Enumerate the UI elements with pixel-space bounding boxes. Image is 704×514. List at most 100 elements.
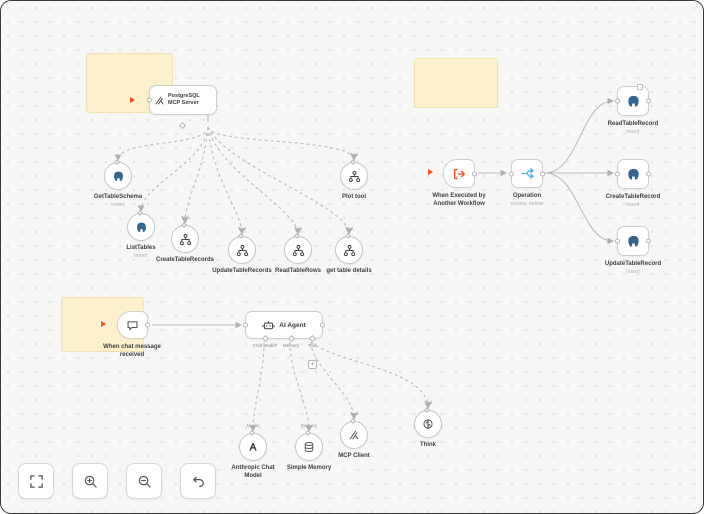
tool-input-port[interactable] <box>350 159 356 165</box>
node-when-chat-message-received[interactable] <box>117 311 150 339</box>
node-title: UpdateTableRecord <box>604 261 662 267</box>
chat-bubble-icon <box>126 319 139 332</box>
tool-input-port[interactable] <box>345 233 351 239</box>
workflow-graph-icon <box>236 244 249 257</box>
add-tool-button[interactable]: + <box>308 360 317 369</box>
tool-input-port[interactable] <box>424 407 430 413</box>
node-when-executed-by-another-workflow[interactable] <box>443 159 477 188</box>
workflow-graph-icon <box>179 233 192 246</box>
workflow-graph-icon <box>348 170 361 183</box>
output-port[interactable] <box>646 238 651 244</box>
tool-input-port[interactable] <box>294 233 300 239</box>
run-indicator-icon <box>130 97 135 103</box>
endpoint-label: Tool <box>423 400 433 405</box>
run-indicator-icon <box>428 169 433 175</box>
fit-view-icon <box>29 474 44 489</box>
node-label: When Executed by Another Workflow <box>432 193 486 207</box>
tool-label: UpdateTableRecords <box>212 268 272 274</box>
chat-model-port[interactable] <box>261 334 270 343</box>
memory-port[interactable] <box>287 334 296 343</box>
tool-node-updatetablerecords[interactable]: Tool UpdateTableRecords <box>202 226 282 276</box>
endpoint-label: Tool <box>180 215 190 220</box>
zoom-out-button[interactable] <box>126 463 162 499</box>
input-port[interactable] <box>509 171 514 176</box>
output-port[interactable] <box>145 322 150 328</box>
run-indicator-icon <box>101 321 106 327</box>
output-port[interactable] <box>646 171 651 177</box>
postgres-elephant-icon <box>626 94 641 109</box>
node-title: CreateTableRecord <box>605 194 661 200</box>
tool-port-label: Tool <box>307 343 317 348</box>
switch-icon <box>520 166 535 181</box>
endpoint-label: Tool <box>349 411 359 416</box>
tool-input-port[interactable] <box>305 430 311 436</box>
postgres-elephant-icon <box>626 167 641 182</box>
tool-label: get table details <box>326 268 372 274</box>
tool-input-port[interactable] <box>249 430 255 436</box>
postgres-elephant-icon <box>112 170 125 183</box>
input-port[interactable] <box>615 238 620 244</box>
undo-icon <box>191 474 206 489</box>
endpoint-label: Tool <box>237 226 247 231</box>
tools-output-port[interactable] <box>178 121 187 130</box>
node-postgresql-mcp-server[interactable]: PostgreSQL MCP Server <box>147 85 217 130</box>
tool-node-anthropic-chat-model[interactable]: Model Anthropic Chat Model <box>213 423 293 480</box>
sticky-note[interactable] <box>414 58 498 108</box>
tool-label: ReadTableRows <box>275 268 321 274</box>
chat-model-port-label: Chat Model* <box>252 343 278 348</box>
tool-input-port[interactable] <box>137 210 143 216</box>
node-subtitle: insert <box>626 268 640 275</box>
node-title: PostgreSQL MCP Server <box>168 92 200 106</box>
endpoint-label: Model <box>246 423 260 428</box>
node-title: Operation <box>512 193 542 199</box>
postgres-elephant-icon <box>626 234 641 249</box>
tool-input-port[interactable] <box>238 233 244 239</box>
output-port[interactable] <box>320 322 325 328</box>
tool-label: Anthropic Chat Model <box>231 465 275 479</box>
tool-sublabel: insert <box>111 201 125 208</box>
output-port[interactable] <box>540 171 545 176</box>
endpoint-label: Memory <box>300 423 318 428</box>
tool-input-port[interactable] <box>114 159 120 165</box>
tool-input-port[interactable] <box>350 418 356 424</box>
sticky-note[interactable] <box>86 53 173 113</box>
tool-port[interactable] <box>308 334 317 343</box>
node-label: CreateTableRecord insert <box>588 194 678 209</box>
tool-node-createtablerecords[interactable]: Tool CreateTableRecords <box>145 215 225 265</box>
tool-node-simple-memory[interactable]: Memory Simple Memory <box>269 423 349 473</box>
node-subtitle: create, delete <box>510 200 544 207</box>
tool-node-get-table-details[interactable]: Tool get table details <box>309 226 389 276</box>
input-port[interactable] <box>243 322 248 328</box>
undo-button[interactable] <box>180 463 216 499</box>
input-port[interactable] <box>147 97 152 103</box>
tool-label: Think <box>420 442 436 448</box>
output-port[interactable] <box>472 171 477 176</box>
node-create-table-record[interactable] <box>615 159 651 189</box>
node-label: When chat message received <box>103 344 161 358</box>
database-icon <box>303 441 315 453</box>
tool-node-gettableschema[interactable]: GetTableSchema insert <box>78 159 158 208</box>
input-port[interactable] <box>615 98 620 104</box>
mcp-client-icon <box>348 429 360 441</box>
zoom-out-icon <box>137 474 152 489</box>
node-operation[interactable] <box>509 159 545 188</box>
tool-node-mcp-client[interactable]: Tool MCP Client <box>314 411 394 461</box>
output-port[interactable] <box>646 98 651 104</box>
workflow-graph-icon <box>343 244 356 257</box>
tool-node-plot-tool[interactable]: Tool Plot tool <box>314 152 394 202</box>
zoom-in-button[interactable] <box>72 463 108 499</box>
node-ai-agent[interactable]: AI Agent Chat Model* Memory Tool + <box>243 311 325 369</box>
memory-port-label: Memory <box>282 343 300 348</box>
node-update-table-record[interactable] <box>615 226 651 256</box>
tool-input-port[interactable] <box>181 222 187 228</box>
node-label: ReadTableRecord insert <box>588 121 678 136</box>
input-port[interactable] <box>615 171 620 177</box>
think-brain-icon <box>422 418 434 430</box>
tool-node-readtablerows[interactable]: Tool ReadTableRows <box>258 226 338 276</box>
tool-node-think[interactable]: Tool Think <box>388 400 468 450</box>
fit-view-button[interactable] <box>18 463 54 499</box>
tool-node-listtables[interactable]: ListTables insert <box>101 210 181 259</box>
node-read-table-record[interactable] <box>615 84 651 116</box>
agent-port-labels: Chat Model* Memory Tool <box>246 343 322 353</box>
